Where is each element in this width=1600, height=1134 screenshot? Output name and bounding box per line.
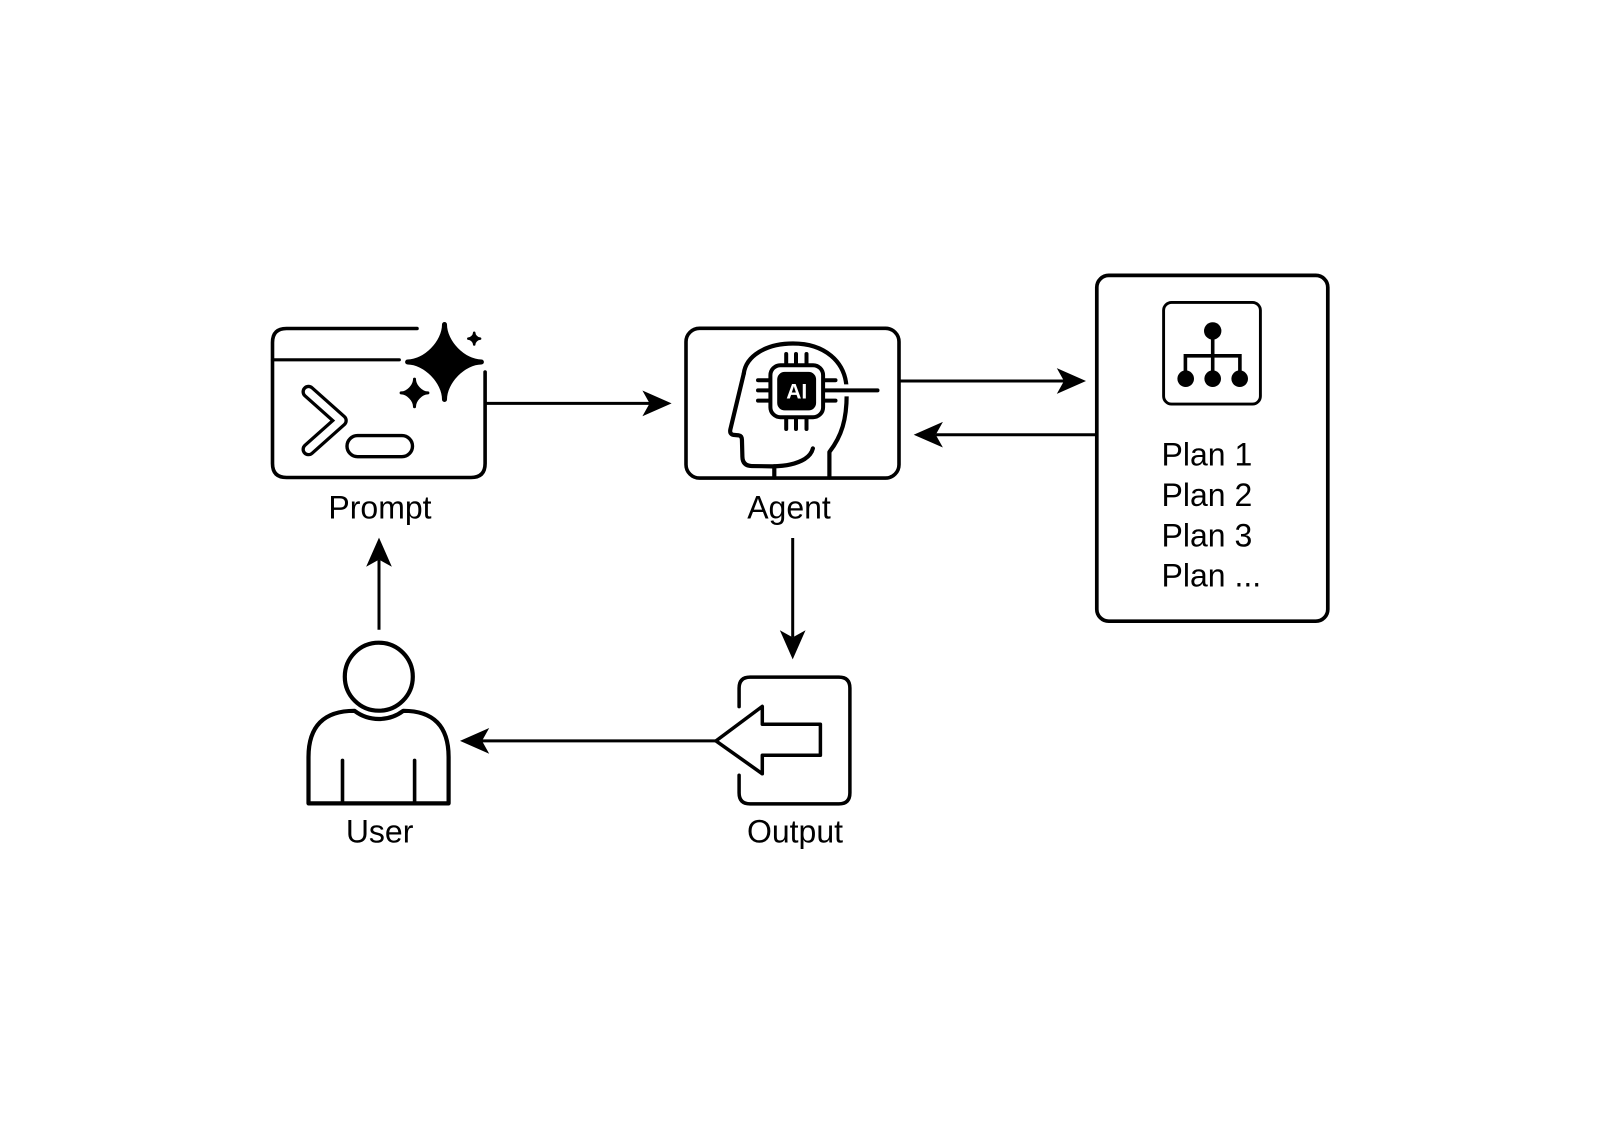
svg-text:Plan 1: Plan 1 [1162, 436, 1253, 472]
svg-text:AI: AI [786, 381, 807, 404]
svg-text:User: User [346, 814, 414, 850]
svg-text:Agent: Agent [747, 489, 831, 525]
svg-text:Plan 2: Plan 2 [1162, 477, 1253, 513]
svg-text:Plan 3: Plan 3 [1162, 517, 1253, 553]
svg-text:Prompt: Prompt [328, 489, 431, 525]
svg-text:Output: Output [747, 814, 843, 850]
svg-text:Plan ...: Plan ... [1162, 558, 1262, 594]
